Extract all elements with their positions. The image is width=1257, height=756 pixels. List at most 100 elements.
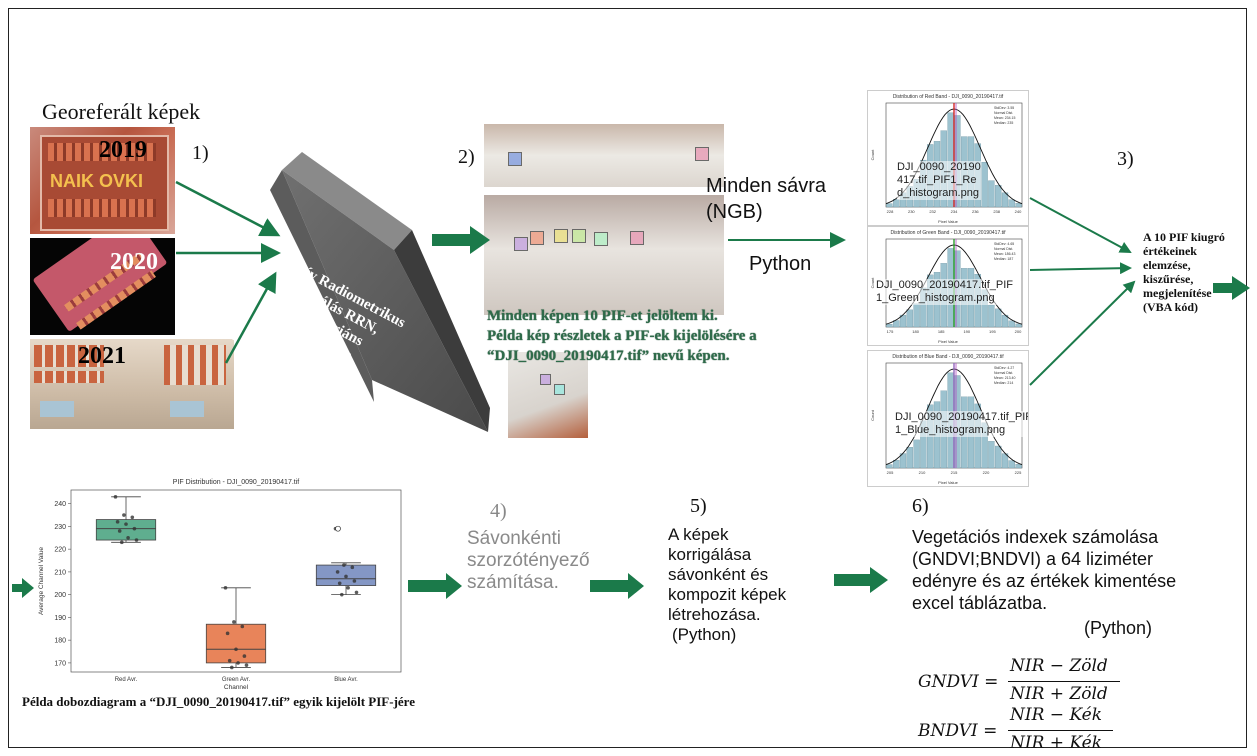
hist0-xtick: 238 — [993, 209, 1000, 214]
hist0-bar — [1015, 203, 1022, 208]
hist2-xtick: 210 — [919, 470, 926, 475]
boxplot-ylabel: Average Channel Value — [38, 547, 45, 615]
boxplot-point — [134, 538, 139, 542]
boxplot-point — [132, 526, 137, 531]
step-5-label: 5) — [690, 495, 707, 517]
hist0-bar — [988, 180, 995, 208]
step-5-line-6: (Python) — [672, 625, 737, 644]
boxplot-point — [223, 586, 228, 590]
hist0-bar — [995, 185, 1002, 208]
histogram-red: Distribution of Red Band - DJI_0090_2019… — [867, 90, 1029, 226]
boxplot-ytick-label: 240 — [54, 501, 66, 508]
hist1-bar — [886, 324, 893, 328]
pif-caption-line-2: Példa kép részletek a PIF-ek kijelölésér… — [487, 328, 757, 344]
boxplot-point — [115, 520, 120, 524]
pif-photo-middle — [484, 195, 724, 315]
gndvi-lhs: GNDVI = — [918, 672, 999, 692]
hist2-xtick: 220 — [983, 470, 990, 475]
step-6-line-1: Vegetációs indexek számolása — [912, 527, 1159, 547]
hist2-xtick: 215 — [951, 470, 958, 475]
hist1-bar — [988, 304, 995, 328]
boxplot-point — [344, 574, 348, 579]
sign-text: NAIK OVKI — [50, 171, 144, 191]
hist2-bar — [1015, 464, 1022, 469]
hist0-xlabel: Pixel Value — [938, 219, 958, 224]
minden-savra-line-2: (NGB) — [706, 201, 763, 223]
boxplot-category-label: Green Avr. — [222, 677, 251, 683]
step-4-text: Sávonkénti szorzótényező számítása. — [467, 528, 590, 594]
step-4-line-3: számítása. — [467, 572, 559, 593]
hist0-xtick: 232 — [929, 209, 936, 214]
step-5-line-1: A képek — [668, 525, 729, 544]
hist2-legend-entry: Mean: 213.40 — [994, 376, 1015, 380]
hist1-xtick: 180 — [912, 329, 919, 334]
hist1-legend-entry: Median: 187 — [994, 257, 1013, 261]
hist1-xlabel: Pixel Value — [938, 339, 958, 344]
hist1-xtick: 190 — [963, 329, 970, 334]
hist1-xtick: 195 — [989, 329, 996, 334]
gndvi-equation: GNDVI = NIR − Zöld NIR + Zöld — [918, 656, 1148, 708]
hist1-xtick: 200 — [1015, 329, 1022, 334]
histogram-red-filename-line-2: 417.tif_PIF1_Re — [897, 174, 977, 186]
hist2-xtick: 205 — [887, 470, 894, 475]
boxplot-point — [244, 663, 249, 667]
hist2-title: Distribution of Blue Band - DJI_0090_201… — [892, 354, 1004, 360]
boxplot-point — [126, 535, 130, 540]
histogram-red-filename-line-3: d_histogram.png — [897, 187, 979, 199]
boxplot-figure: PIF Distribution - DJI_0090_20190417.tif… — [33, 476, 408, 691]
hist2-xtick: 225 — [1015, 470, 1022, 475]
boxplot-caption: Példa dobozdiagram a “DJI_0090_20190417.… — [22, 694, 415, 709]
step-5-line-5: létrehozása. — [668, 605, 761, 624]
boxplot-ytick-label: 210 — [54, 569, 66, 576]
boxplot-point — [240, 624, 245, 629]
hist1-bar — [1015, 323, 1022, 328]
step-6-line-3: edényre és az értékek kimentése — [912, 571, 1177, 591]
boxplot-ytick-label: 190 — [54, 615, 66, 622]
boxplot-category-label: Red Avr. — [115, 677, 138, 683]
histogram-red-filename: DJI_0090_20190 417.tif_PIF1_Re d_histogr… — [897, 161, 981, 200]
hist0-bar — [886, 203, 893, 208]
year-2020: 2020 — [110, 249, 158, 275]
hist0-xtick: 230 — [908, 209, 915, 214]
boxplot-title: PIF Distribution - DJI_0090_20190417.tif — [173, 479, 300, 486]
hist1-legend-entry: Normal Dist. — [994, 247, 1013, 251]
minden-savra-line-1: Minden sávra — [706, 175, 827, 197]
step-6-text: Vegetációs indexek számolása (GNDVI;BNDV… — [912, 526, 1176, 614]
bndvi-numerator: NIR − Kék — [1010, 705, 1103, 725]
hist2-bar — [906, 447, 913, 469]
hist1-ylabel: Count — [870, 277, 875, 289]
boxplot-chart: PIF Distribution - DJI_0090_20190417.tif… — [38, 479, 402, 691]
hist1-legend-entry: Mean: 186.43 — [994, 252, 1015, 256]
histogram-green-filename-line-1: DJI_0090_20190417.tif_PIF — [876, 279, 1013, 291]
gndvi-fraction-bar — [1008, 681, 1120, 682]
boxplot-box — [95, 519, 157, 541]
step-5-line-2: korrigálása — [668, 545, 752, 564]
photo-2021 — [30, 339, 234, 429]
hist2-legend-entry: StdDev: 4.27 — [994, 366, 1014, 370]
hist0-xtick: 234 — [951, 209, 958, 214]
bndvi-denominator: NIR + Kék — [1010, 733, 1103, 753]
step-3-line-2: értékeinek — [1143, 244, 1197, 258]
boxplot-axes — [70, 489, 402, 673]
diagram-frame — [8, 8, 1247, 748]
step-3-line-6: (VBA kód) — [1143, 300, 1199, 314]
pif-caption: Minden képen 10 PIF-et jelöltem ki. Péld… — [487, 306, 807, 366]
histogram-blue: Distribution of Blue Band - DJI_0090_201… — [867, 350, 1029, 487]
hist0-title: Distribution of Red Band - DJI_0090_2019… — [893, 94, 1004, 100]
boxplot-point — [352, 579, 357, 583]
boxplot-ytick-label: 200 — [54, 592, 66, 599]
boxplot-point — [225, 631, 230, 636]
hist2-bar — [988, 441, 995, 469]
hist0-legend-entry: Mean: 234.15 — [994, 116, 1015, 120]
photo-2019: NAIK OVKI — [30, 127, 175, 234]
year-2019: 2019 — [99, 137, 147, 163]
hist0-xtick: 228 — [887, 209, 894, 214]
boxplot-point — [117, 529, 122, 533]
boxplot-ytick-label: 180 — [54, 638, 66, 645]
boxplot-point — [227, 658, 232, 663]
step-6-python: (Python) — [1084, 618, 1153, 638]
boxplot-category-label: Blue Avr. — [334, 677, 358, 683]
gndvi-numerator: NIR − Zöld — [1010, 656, 1108, 676]
hist0-legend-entry: Normal Dist. — [994, 111, 1013, 115]
boxplot-point — [335, 570, 340, 574]
